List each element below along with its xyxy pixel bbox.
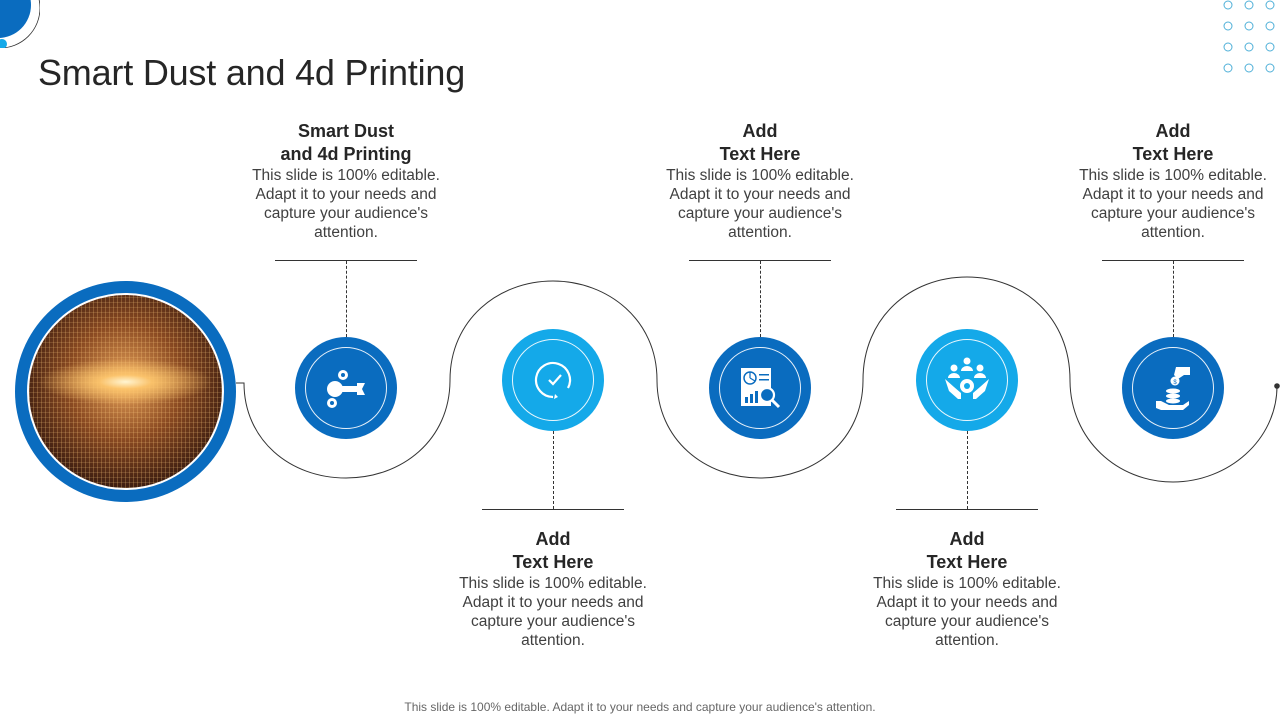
step-5-connector (1173, 261, 1174, 337)
step-1-body: This slide is 100% editable. Adapt it to… (252, 167, 440, 241)
step-3-node[interactable] (709, 337, 811, 439)
step-4-connector (967, 431, 968, 509)
corner-circle-decoration (0, 0, 40, 48)
step-4-node[interactable] (916, 329, 1018, 431)
hero-image (27, 293, 224, 490)
step-2-body: This slide is 100% editable. Adapt it to… (459, 575, 647, 649)
step-2-connector (553, 431, 554, 509)
step-4-body: This slide is 100% editable. Adapt it to… (873, 575, 1061, 649)
step-3-divider (689, 260, 831, 261)
step-2-divider (482, 509, 624, 510)
step-2-node[interactable] (502, 329, 604, 431)
step-1-connector (346, 261, 347, 337)
step-5-body: This slide is 100% editable. Adapt it to… (1079, 167, 1267, 241)
step-1-divider (275, 260, 417, 261)
step-5-divider (1102, 260, 1244, 261)
step-5-node[interactable]: $ (1122, 337, 1224, 439)
hand-coins-icon: $ (1156, 367, 1190, 410)
gears-wrench-icon (327, 370, 365, 408)
page-title: Smart Dust and 4d Printing (38, 52, 466, 94)
step-3-body: This slide is 100% editable. Adapt it to… (666, 167, 854, 241)
step-3-connector (760, 261, 761, 337)
footer-note: This slide is 100% editable. Adapt it to… (404, 700, 876, 714)
step-1-node[interactable] (295, 337, 397, 439)
svg-text:$: $ (1173, 380, 1177, 386)
dot-grid-decoration (1223, 0, 1275, 73)
step-4-divider (896, 509, 1038, 510)
report-magnifier-icon (741, 368, 781, 409)
clock-cycle-icon (534, 361, 572, 399)
team-care-gear-icon (945, 357, 989, 399)
